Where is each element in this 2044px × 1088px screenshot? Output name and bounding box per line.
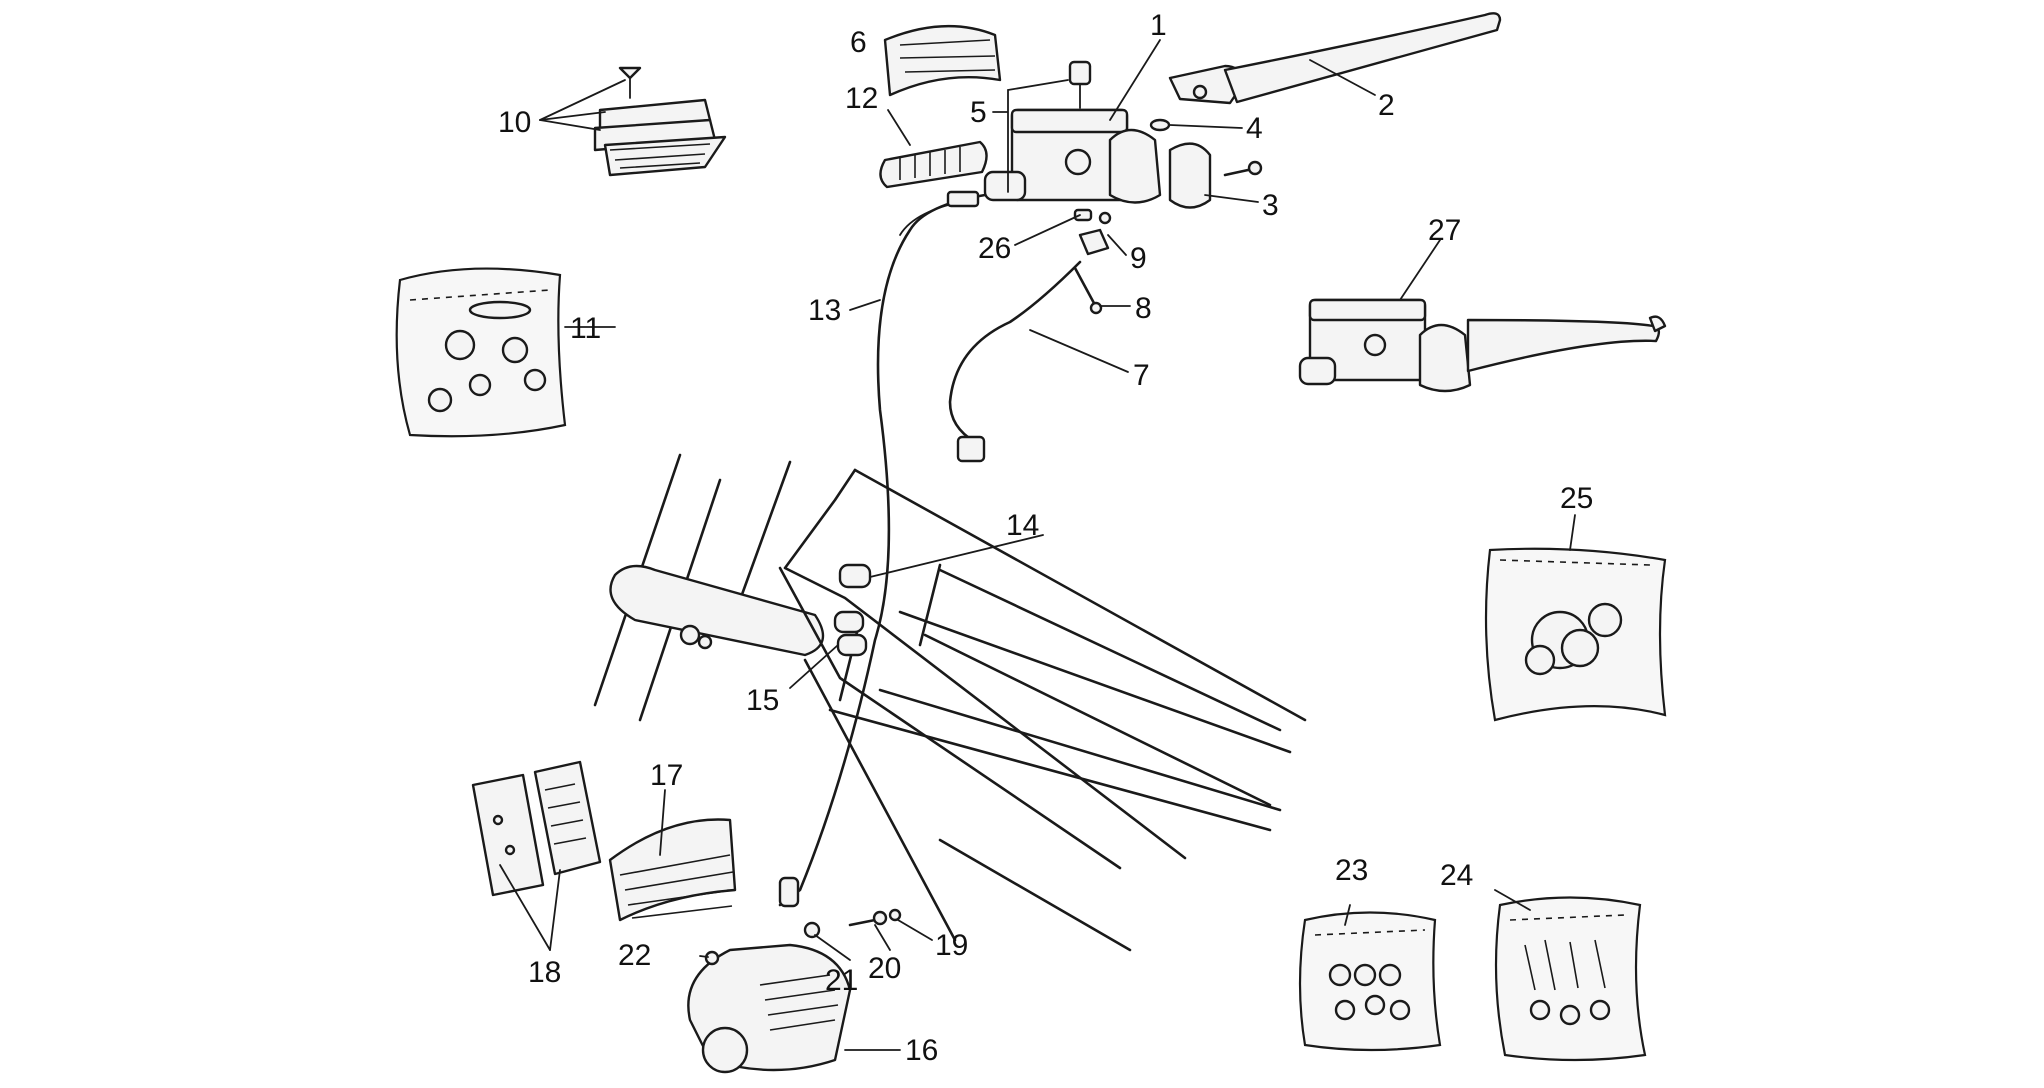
callout-24: 24 — [1440, 859, 1473, 892]
callout-21: 21 — [825, 964, 858, 997]
handlebar-grip — [879, 140, 988, 189]
callout-7: 7 — [1133, 359, 1150, 392]
part-6-block — [883, 24, 1002, 97]
callout-4: 4 — [1246, 112, 1263, 145]
callout-27: 27 — [1428, 214, 1461, 247]
callout-17: 17 — [650, 759, 683, 792]
brake-lever — [1168, 12, 1502, 105]
callout-22: 22 — [618, 939, 651, 972]
callout-25: 25 — [1560, 482, 1593, 515]
callout-1: 1 — [1150, 9, 1167, 42]
callout-26: 26 — [978, 232, 1011, 265]
callout-3: 3 — [1262, 189, 1279, 222]
kit-bag-23 — [1298, 911, 1442, 1052]
master-cylinder-assembly — [983, 60, 1263, 315]
callout-8: 8 — [1135, 292, 1152, 325]
callout-13: 13 — [808, 294, 841, 327]
kit-bag-24 — [1494, 896, 1647, 1062]
part-10-plates — [593, 66, 727, 177]
frame-structure — [593, 453, 1307, 952]
callout-16: 16 — [905, 1034, 938, 1067]
brake-hoses — [778, 190, 1082, 908]
callout-19: 19 — [935, 929, 968, 962]
leader-lines — [499, 39, 1576, 1051]
callout-11: 11 — [570, 312, 601, 345]
callout-5: 5 — [970, 96, 987, 129]
kit-bag-11 — [395, 267, 567, 438]
callout-18: 18 — [528, 956, 561, 989]
callout-6: 6 — [850, 26, 867, 59]
callout-20: 20 — [868, 952, 901, 985]
callout-9: 9 — [1130, 242, 1147, 275]
brake-caliper-16 — [687, 908, 902, 1074]
callout-labels: 1 2 3 4 5 6 7 8 9 10 11 12 13 14 15 16 1… — [498, 9, 1593, 1067]
master-cylinder-complete-27 — [1298, 298, 1667, 393]
hose-clips-14-15 — [833, 563, 872, 657]
callout-23: 23 — [1335, 854, 1368, 887]
callout-15: 15 — [746, 684, 779, 717]
brake-pads-18 — [471, 760, 602, 897]
pad-spring-17 — [608, 818, 737, 922]
kit-bag-25 — [1484, 547, 1667, 722]
callout-10: 10 — [498, 106, 531, 139]
callout-12: 12 — [845, 82, 878, 115]
callout-2: 2 — [1378, 89, 1395, 122]
callout-14: 14 — [1006, 509, 1039, 542]
